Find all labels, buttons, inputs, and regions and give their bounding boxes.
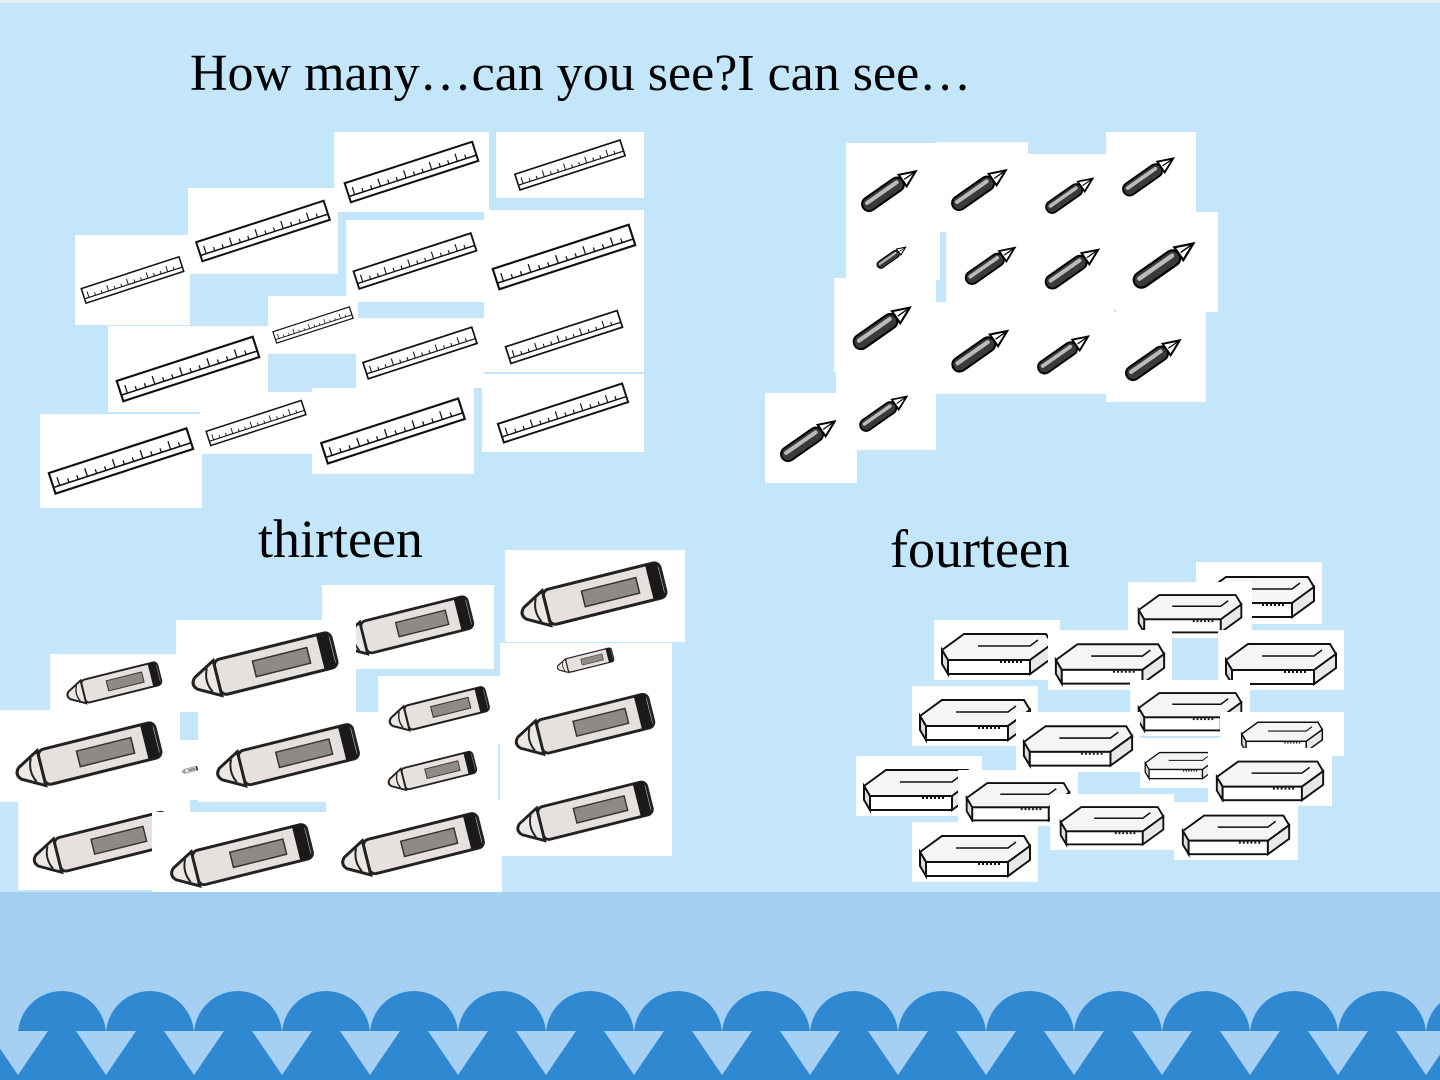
crayon-icon: [500, 678, 672, 774]
ruler-icon: [40, 414, 202, 508]
ruler-icon: [356, 318, 484, 388]
eraser-icon: [912, 822, 1038, 882]
wave-decoration: [0, 991, 1440, 1080]
crayon-icon: [152, 812, 334, 902]
crayon-icon: [50, 654, 180, 714]
crayon-icon: [0, 710, 180, 802]
eraser-icon: [1174, 802, 1298, 860]
fountain-pen-icon: [1030, 222, 1120, 310]
ruler-icon: [268, 296, 358, 354]
crayon-icon: [326, 800, 502, 892]
eraser-icon: [1016, 712, 1140, 772]
count-word-thirteen: thirteen: [258, 509, 423, 569]
ruler-icon: [482, 374, 644, 452]
top-border: [0, 0, 1440, 3]
crayon-icon: [505, 550, 685, 642]
eraser-icon: [1128, 582, 1252, 638]
ruler-icon: [75, 235, 190, 325]
ruler-icon: [496, 132, 644, 198]
eraser-icon: [1048, 630, 1172, 690]
crayon-icon: [378, 676, 502, 744]
crayon-icon: [198, 712, 380, 802]
crayon-icon: [368, 744, 498, 800]
crayon-icon: [500, 643, 672, 679]
ruler-icon: [312, 388, 474, 474]
count-word-fourteen: fourteen: [890, 519, 1070, 579]
eraser-icon: [1208, 748, 1332, 806]
fountain-pen-icon: [1106, 312, 1206, 402]
fountain-pen-icon: [846, 143, 938, 233]
ruler-icon: [484, 210, 644, 304]
crayon-icon: [180, 740, 200, 800]
fountain-pen-icon: [936, 142, 1028, 232]
ruler-icon: [188, 188, 338, 274]
ruler-icon: [346, 220, 484, 302]
fountain-pen-icon: [936, 302, 1030, 394]
fountain-pen-icon: [1026, 154, 1118, 232]
fountain-pen-icon: [846, 232, 940, 280]
eraser-icon: [934, 620, 1060, 680]
ruler-icon: [334, 132, 489, 212]
fountain-pen-icon: [1116, 212, 1218, 312]
fountain-pen-icon: [836, 372, 936, 450]
ruler-icon: [200, 392, 312, 454]
slide-title: How many…can you see?I can see…: [190, 45, 972, 102]
ruler-icon: [484, 302, 644, 372]
crayon-icon: [176, 620, 356, 712]
fountain-pen-icon: [1106, 132, 1196, 216]
eraser-icon: [1050, 794, 1174, 850]
fountain-pen-icon: [946, 222, 1040, 304]
fountain-pen-icon: [1018, 310, 1114, 394]
crayon-icon: [500, 770, 672, 856]
fountain-pen-icon: [834, 278, 936, 372]
